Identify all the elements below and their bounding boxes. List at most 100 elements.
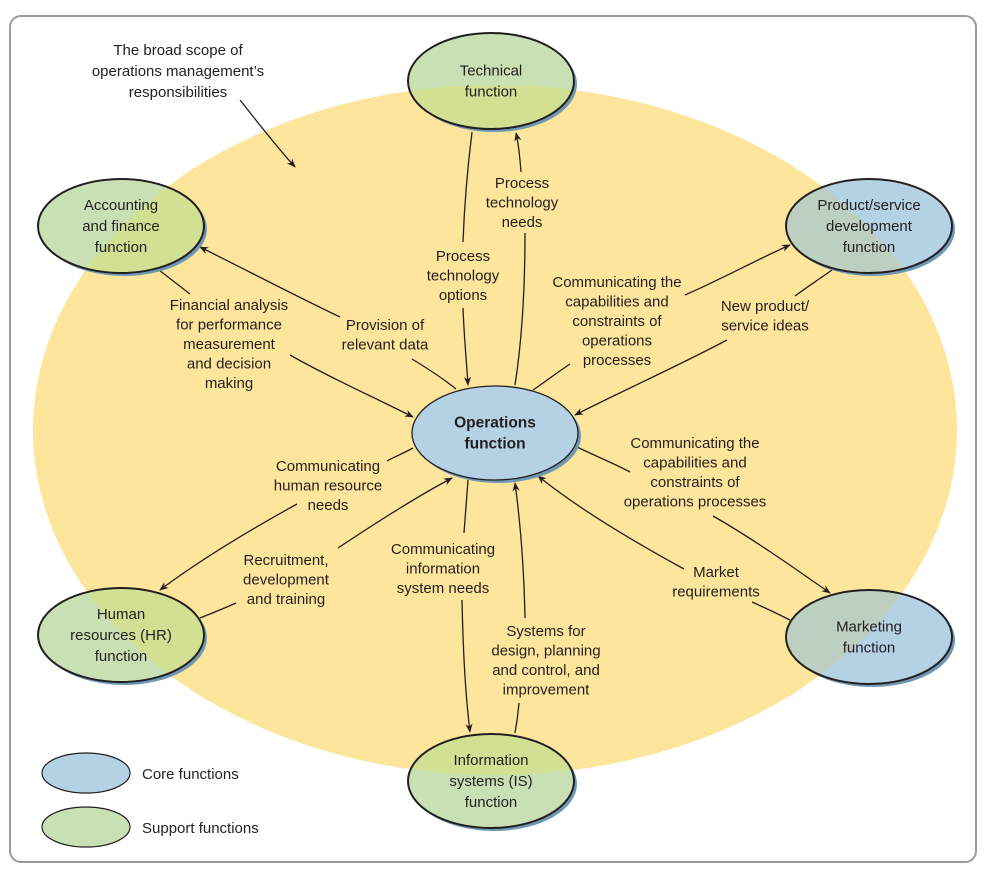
arrow-acct-analysis-2: [289, 354, 414, 418]
flow-mkt-comm-line: operations processes: [624, 494, 767, 511]
arrow-title-note: [239, 99, 296, 168]
node-label-product: Product/service: [817, 197, 920, 214]
node-label-is: Information: [453, 752, 528, 769]
node-outline: [785, 178, 953, 274]
flow-hr-recruit: Recruitment, development and training: [243, 552, 330, 608]
flow-prod-comm-line: processes: [583, 352, 651, 369]
flow-hr-needs-line: Communicating: [276, 458, 380, 475]
flow-is-systems-line: improvement: [503, 682, 591, 699]
node-label-technical: Technical: [460, 63, 523, 80]
node-operations: Operations function: [411, 385, 581, 483]
flow-prod-ideas-line: New product/: [721, 298, 810, 315]
flow-acct-data-line: relevant data: [342, 337, 429, 354]
flow-hr-recruit-line: Recruitment,: [243, 552, 328, 569]
node-outline: [407, 32, 575, 130]
arrow-prod-comm: [684, 244, 791, 296]
legend-support-swatch: [41, 806, 131, 848]
flow-mkt-req: Market requirements: [672, 564, 760, 601]
arrow-prod-ideas: [794, 269, 833, 297]
flow-tech-needs-line: technology: [486, 195, 559, 212]
node-fill: [412, 386, 578, 480]
flow-hr-needs: Communicating human resource needs: [274, 458, 382, 514]
flow-prod-comm: Communicating the capabilities and constra…: [552, 274, 681, 369]
flow-is-needs-line: information: [406, 561, 480, 578]
arrow-is-needs-2: [461, 599, 473, 733]
node-label-operations: function: [464, 436, 525, 453]
arrow-is-systems: [512, 482, 526, 619]
arrow-mkt-comm-2: [712, 515, 831, 594]
flow-is-systems-line: design, planning: [491, 643, 600, 660]
legend-core-label: Core functions: [142, 766, 239, 783]
legend-item-support: Support functions: [41, 806, 259, 848]
node-outline: [785, 589, 953, 685]
flow-hr-needs-line: needs: [308, 497, 349, 514]
arrow-mkt-req: [537, 475, 685, 570]
node-label-accounting: and finance: [82, 218, 160, 235]
flow-tech-options-line: Process: [436, 248, 490, 265]
flow-is-needs-line: system needs: [397, 580, 490, 597]
arrow-prod-comm-2: [532, 363, 571, 391]
flow-prod-comm-line: capabilities and: [565, 294, 668, 311]
node-outline: [411, 385, 579, 481]
arrow-acct-data: [199, 246, 341, 318]
flow-acct-analysis-line: for performance: [176, 317, 282, 334]
flow-acct-data-line: Provision of: [346, 317, 425, 334]
legend-item-core: Core functions: [41, 752, 239, 794]
title-note-line: responsibilities: [129, 84, 227, 101]
node-label-marketing: Marketing: [836, 619, 902, 636]
arrow-tech-options: [462, 131, 473, 243]
node-label-is: function: [465, 794, 518, 811]
flow-mkt-comm-line: constraints of: [650, 474, 740, 491]
node-label-accounting: Accounting: [84, 197, 158, 214]
arrow-acct-data-2: [411, 358, 457, 390]
arrow-hr-needs-2: [159, 503, 298, 591]
node-product: Product/service development function: [785, 178, 955, 276]
flow-mkt-req-line: Market: [693, 564, 740, 581]
arrow-hr-recruit: [199, 602, 237, 619]
flow-acct-data: Provision of relevant data: [342, 317, 429, 354]
node-label-is: systems (IS): [449, 773, 532, 790]
node-label-product: development: [826, 218, 913, 235]
flow-hr-recruit-line: development: [243, 572, 330, 589]
diagram-frame: [9, 15, 977, 863]
legend: Core functions Support functions: [41, 752, 259, 848]
flow-acct-analysis-line: making: [205, 375, 253, 392]
node-label-operations: Operations: [454, 415, 536, 432]
flow-hr-recruit-line: and training: [247, 591, 325, 608]
flow-is-systems-line: Systems for: [506, 623, 585, 640]
title-note-line: operations management’s: [92, 63, 264, 80]
node-outline: [37, 587, 205, 683]
arrow-hr-needs: [386, 447, 414, 462]
flow-mkt-req-line: requirements: [672, 584, 760, 601]
nodes-layer: OperationsfunctionTechnicalfunctionAccou…: [37, 32, 955, 831]
node-label-hr: resources (HR): [70, 627, 172, 644]
flow-prod-comm-line: Communicating the: [552, 274, 681, 291]
node-label-product: function: [843, 239, 896, 256]
flow-hr-needs-line: human resource: [274, 478, 382, 495]
flow-mkt-comm-line: Communicating the: [630, 435, 759, 452]
flow-tech-needs-line: needs: [502, 214, 543, 231]
arrow-mkt-req-2: [751, 601, 791, 621]
flow-prod-comm-line: constraints of: [572, 313, 662, 330]
arrow-is-systems-2: [514, 702, 520, 734]
legend-support-label: Support functions: [142, 820, 259, 837]
node-is: Information systems (IS) function: [407, 733, 577, 831]
flow-prod-ideas: New product/service ideas: [721, 298, 810, 335]
flow-acct-analysis-line: Financial analysis: [170, 297, 288, 314]
flow-tech-options-line: technology: [427, 268, 500, 285]
node-label-hr: Human: [97, 606, 145, 623]
arrow-tech-options-2: [462, 307, 472, 386]
node-hr: Human resources (HR) function: [37, 587, 207, 685]
arrow-mkt-comm: [576, 446, 631, 473]
node-label-hr: function: [95, 648, 148, 665]
